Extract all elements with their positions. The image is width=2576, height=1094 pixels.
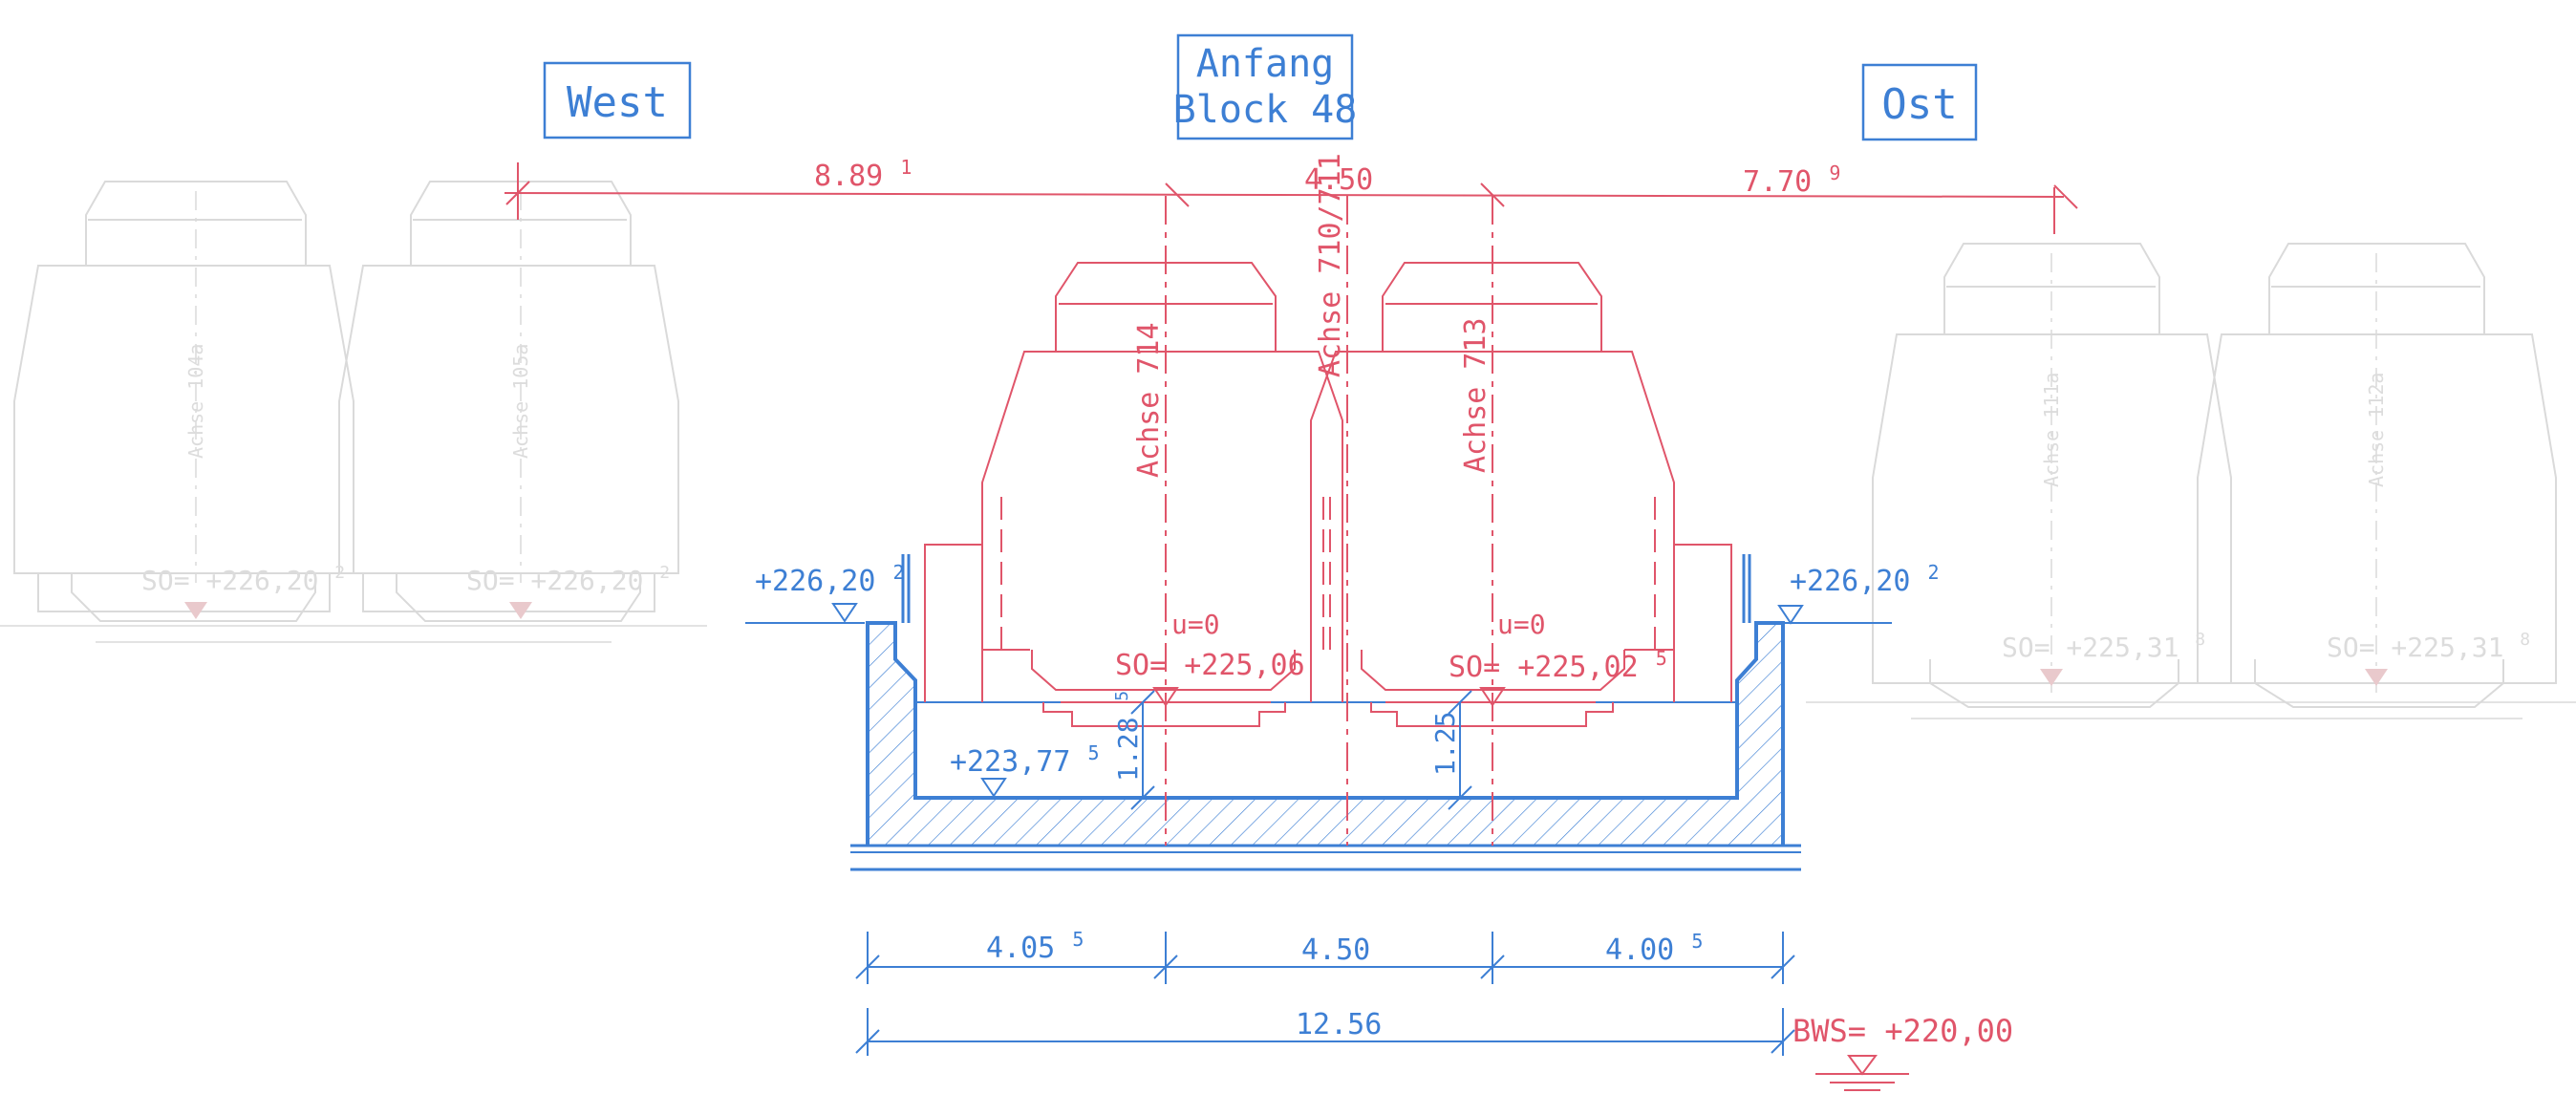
faint-axis-104a: Achse 104a <box>184 344 207 459</box>
so-left-label: SO= +225,06 <box>1115 649 1305 682</box>
u-right-label: u=0 <box>1497 609 1546 640</box>
level-inner-bottom: +223,77 5 <box>950 741 1100 798</box>
axis-lines <box>1165 196 1493 846</box>
dim-bottom-seg1-sup: 5 <box>1072 928 1084 951</box>
top-dimension-line: 8.89 1 4.50 7.70 9 <box>504 156 2078 234</box>
faint-level-east1-sup: 8 <box>2195 630 2205 650</box>
svg-text:4.00 5: 4.00 5 <box>1605 930 1703 967</box>
faint-level-west1-sup: 2 <box>334 563 345 583</box>
level-left-top-sup: 2 <box>893 561 905 584</box>
level-so-right: u=0 SO= +225,02 5 <box>1449 609 1667 707</box>
level-left-top-text: +226,20 <box>755 565 875 598</box>
dim-bottom-total: 12.56 <box>1296 1008 1382 1041</box>
faint-level-west2: SO= +226,20 <box>466 565 643 596</box>
axis-710-711-label: Achse 710/711 <box>1314 153 1347 377</box>
svg-text:7.70 9: 7.70 9 <box>1743 161 1840 199</box>
faint-axis-112a: Achse 112a <box>2365 373 2388 487</box>
svg-text:SO= +225,02 5: SO= +225,02 5 <box>1449 647 1667 684</box>
depth-left: 1.28 5 <box>1112 690 1155 810</box>
svg-text:+223,77 5: +223,77 5 <box>950 741 1100 779</box>
faint-level-west2-sup: 2 <box>659 563 670 583</box>
u-left-label: u=0 <box>1171 609 1220 640</box>
so-right-sup: 5 <box>1656 647 1667 670</box>
label-anfang-line2: Block 48 <box>1173 88 1358 132</box>
label-ost: Ost <box>1861 63 1978 141</box>
svg-text:1.28 5: 1.28 5 <box>1112 691 1144 782</box>
svg-text:SO= +225,31 8: SO= +225,31 8 <box>2002 630 2205 663</box>
dim-bottom-seg2: 4.50 <box>1301 933 1370 967</box>
axis-714-label: Achse 714 <box>1132 322 1166 478</box>
tunnel-trough <box>850 554 1801 871</box>
label-ost-text: Ost <box>1881 80 1957 129</box>
label-anfang-line1: Anfang <box>1196 42 1335 86</box>
depth-right: 1.25 <box>1429 690 1472 810</box>
so-right-label: SO= +225,02 <box>1449 651 1639 684</box>
level-inner-bottom-sup: 5 <box>1088 741 1100 764</box>
axis-713-label: Achse 713 <box>1459 317 1492 473</box>
level-inner-bottom-text: +223,77 <box>950 745 1070 779</box>
svg-text:4.05 5: 4.05 5 <box>986 928 1084 965</box>
label-west-text: West <box>567 78 668 127</box>
level-right-top-sup: 2 <box>1928 561 1940 584</box>
faint-labels: Achse 104a Achse 105a Achse 111a Achse 1… <box>141 344 2530 663</box>
level-right-top: +226,20 2 <box>1777 561 1940 625</box>
dim-top-right-sup: 9 <box>1829 161 1840 184</box>
faint-level-east1: SO= +225,31 <box>2002 632 2179 663</box>
dim-bottom-seg1: 4.05 <box>986 932 1055 965</box>
svg-text:+226,20 2: +226,20 2 <box>755 561 905 598</box>
label-west: West <box>543 61 692 139</box>
dim-top-center: 4.50 <box>1304 163 1373 197</box>
level-right-top-text: +226,20 <box>1790 565 1910 598</box>
level-so-left: u=0 SO= +225,06 <box>1115 609 1305 707</box>
faint-level-west1: SO= +226,20 <box>141 565 318 596</box>
level-bws: BWS= +220,00 <box>1792 1013 2013 1091</box>
dim-top-left: 8.89 <box>814 160 883 193</box>
bws-label: BWS= +220,00 <box>1792 1013 2013 1049</box>
level-left-top: +226,20 2 <box>745 561 905 624</box>
dim-bottom-seg3-sup: 5 <box>1691 930 1703 953</box>
depth-right-text: 1.25 <box>1429 712 1461 776</box>
dim-top-right: 7.70 <box>1743 165 1812 199</box>
faint-axis-105a: Achse 105a <box>509 344 532 459</box>
faint-axis-111a: Achse 111a <box>2040 373 2063 487</box>
bottom-dimension-segments: 4.05 5 4.50 4.00 5 <box>855 928 1795 984</box>
svg-text:8.89 1: 8.89 1 <box>814 156 912 193</box>
svg-text:SO= +225,31 8: SO= +225,31 8 <box>2327 630 2530 663</box>
svg-text:+226,20 2: +226,20 2 <box>1790 561 1940 598</box>
svg-text:SO= +226,20 2: SO= +226,20 2 <box>466 563 670 596</box>
faint-level-east2-sup: 8 <box>2520 630 2530 650</box>
dim-top-left-sup: 1 <box>900 156 912 179</box>
faint-vehicles-east <box>1806 243 2576 719</box>
depth-left-sup: 5 <box>1112 691 1132 701</box>
depth-left-text: 1.28 <box>1112 718 1144 782</box>
bottom-dimension-total: 12.56 <box>855 1008 1795 1056</box>
faint-level-east2: SO= +225,31 <box>2327 632 2503 663</box>
faint-vehicles-west <box>0 181 707 643</box>
dim-bottom-seg3: 4.00 <box>1605 933 1674 967</box>
svg-text:SO= +226,20 2: SO= +226,20 2 <box>141 563 345 596</box>
label-anfang-block: Anfang Block 48 <box>1173 33 1358 140</box>
